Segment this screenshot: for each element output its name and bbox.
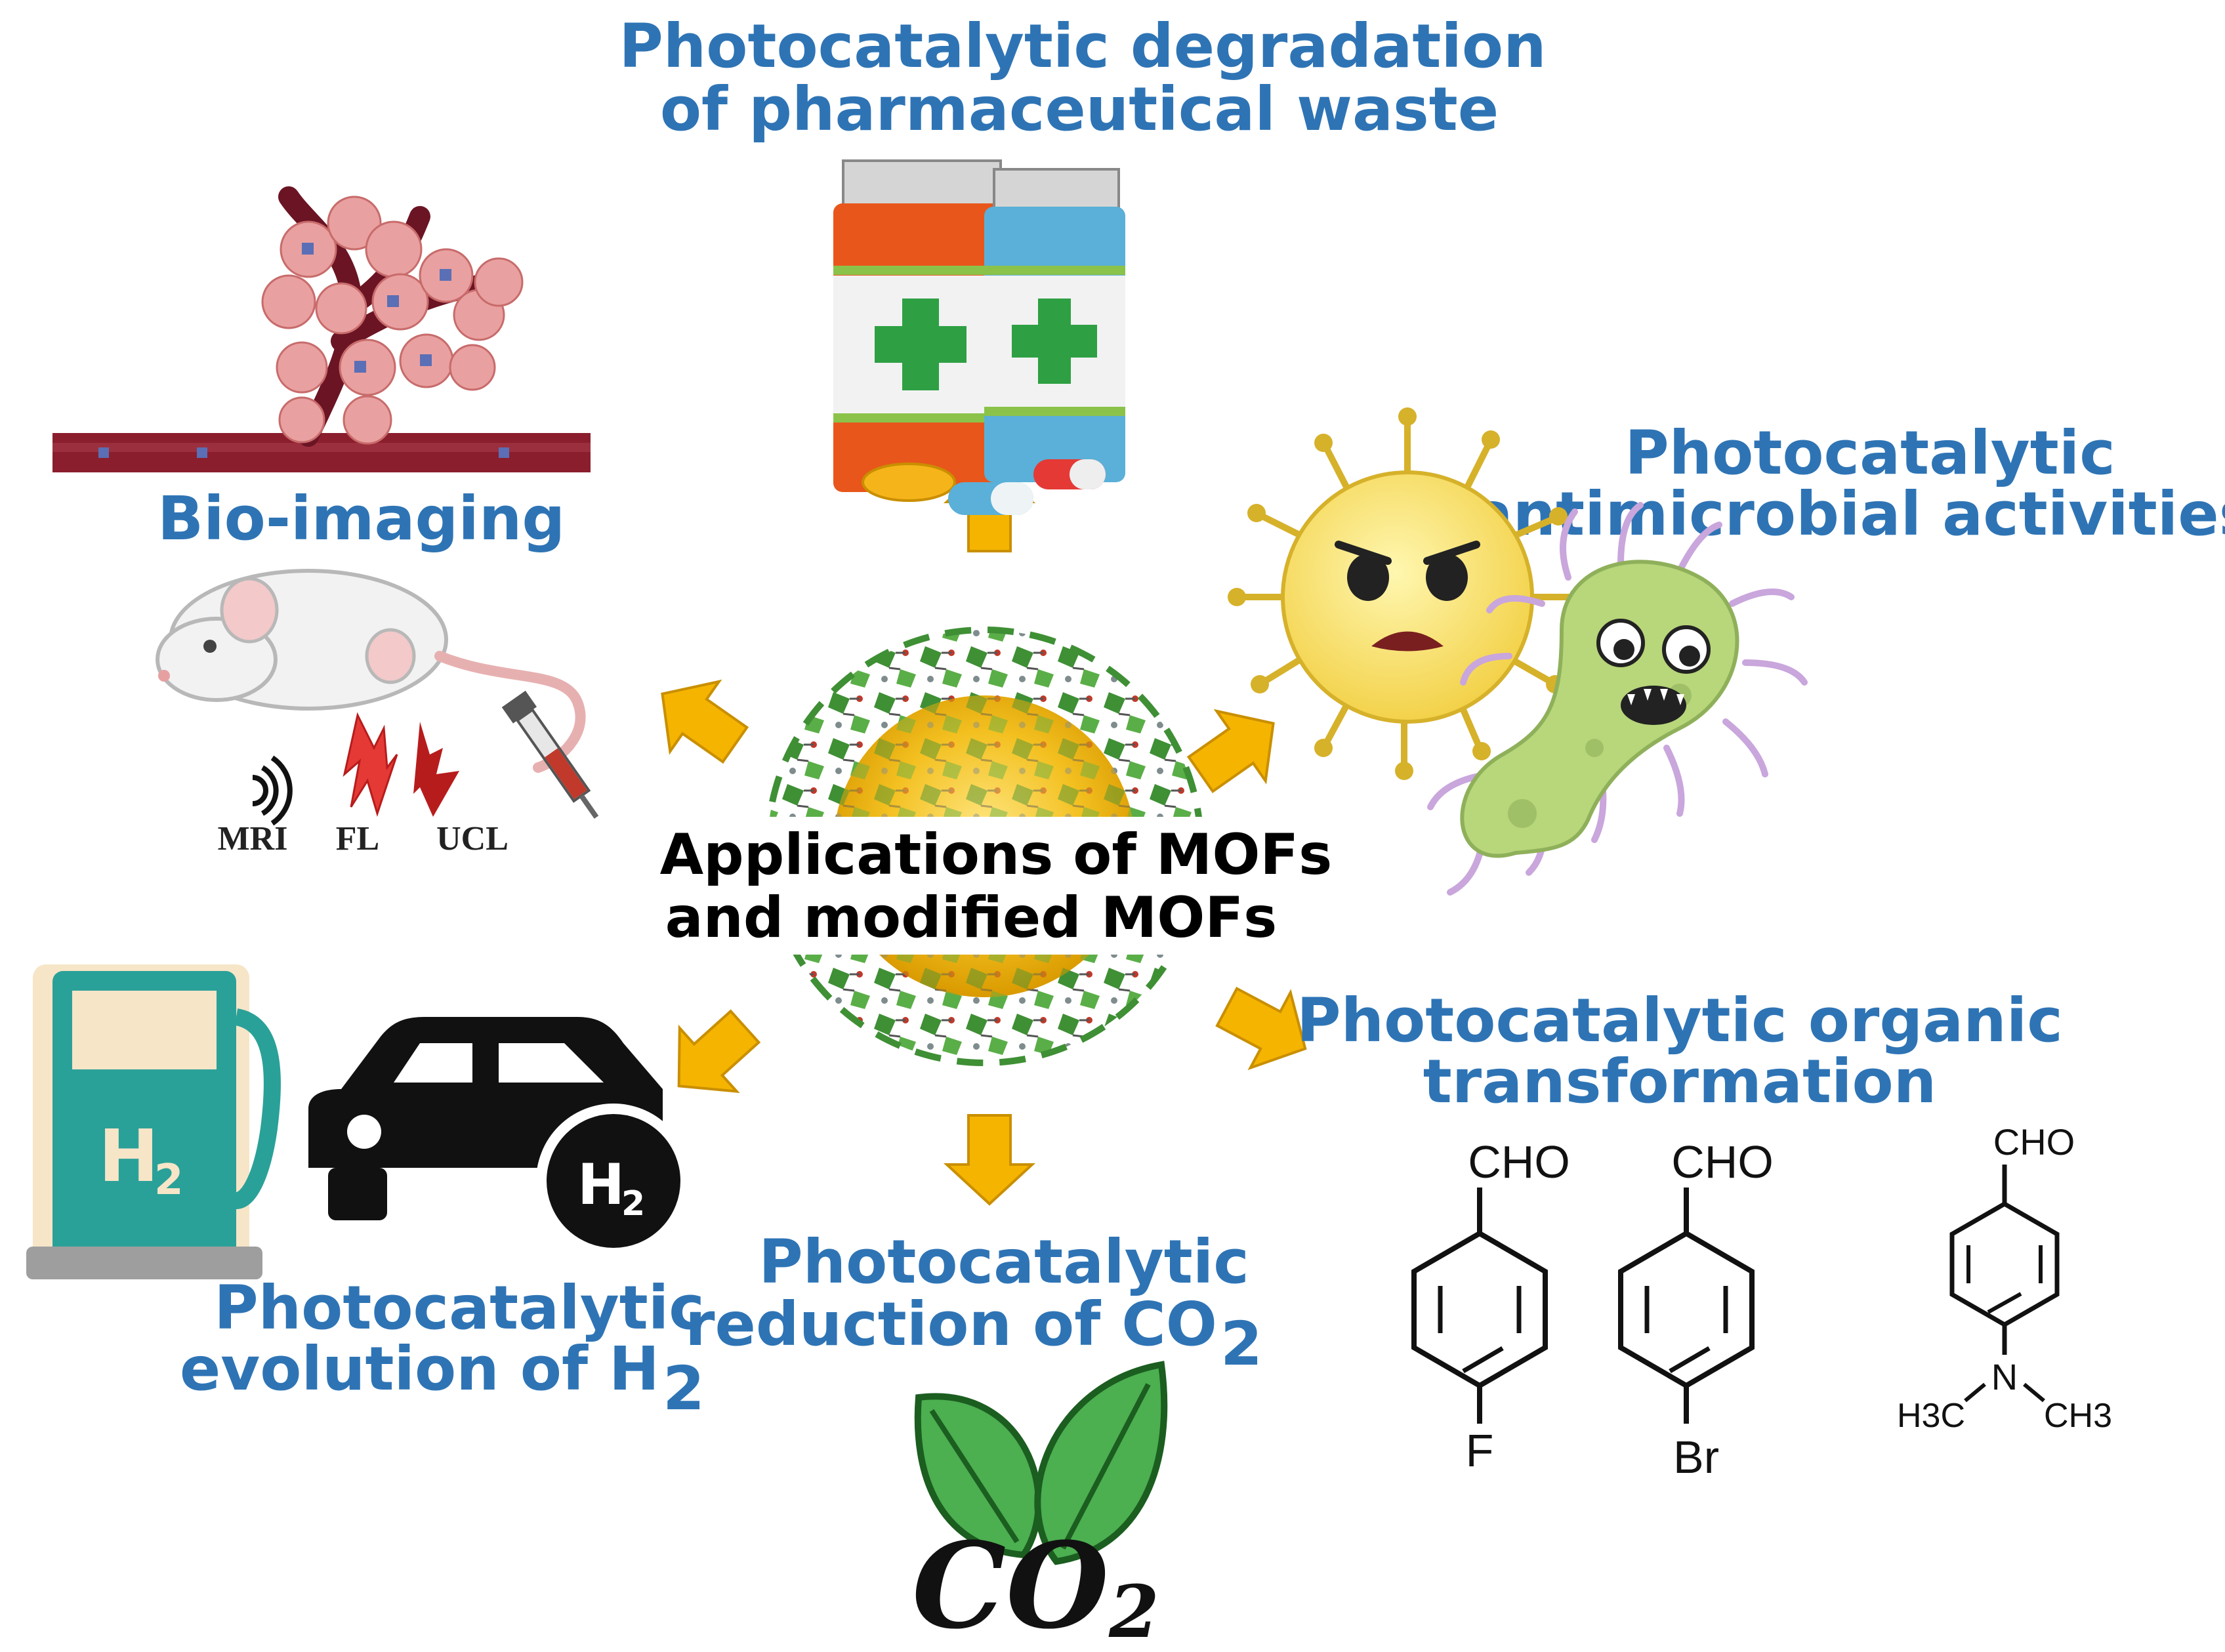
label-co2-line2: reduction of CO bbox=[685, 1289, 1217, 1359]
co2-logo-subscript: 2 bbox=[1108, 1569, 1159, 1652]
mouse-icon bbox=[156, 569, 586, 773]
syringe-icon bbox=[501, 690, 599, 819]
pump-h2-text: H bbox=[98, 1114, 159, 1198]
arrow-lower-right bbox=[1215, 987, 1307, 1071]
molecule-3-left-group: H3C bbox=[1897, 1397, 1965, 1435]
molecule-fluorobenzaldehyde: CHO F bbox=[1411, 1136, 1570, 1476]
molecule-1-top-group: CHO bbox=[1468, 1136, 1570, 1187]
center-title-line1: Applications of MOFs bbox=[660, 822, 1333, 888]
imaging-mode-mri: MRI bbox=[218, 820, 288, 857]
molecule-bromobenzaldehyde: CHO Br bbox=[1618, 1136, 1774, 1483]
arrow-upper-left bbox=[661, 679, 749, 764]
molecule-3-top-group: CHO bbox=[1993, 1121, 2075, 1163]
bacteria-icon bbox=[1427, 502, 1808, 896]
center-title-line2: and modified MOFs bbox=[665, 885, 1278, 951]
molecule-3-right-group: CH3 bbox=[2044, 1397, 2112, 1435]
label-pharma-line2: of pharmaceutical waste bbox=[660, 74, 1499, 144]
molecule-2-top-group: CHO bbox=[1671, 1136, 1774, 1187]
fl-icon bbox=[343, 712, 398, 817]
label-h2-subscript: 2 bbox=[663, 1353, 705, 1424]
label-bio-imaging: Bio-imaging bbox=[157, 484, 565, 554]
arrow-upper-right bbox=[1186, 709, 1275, 793]
label-pharma-line1: Photocatalytic degradation bbox=[619, 11, 1546, 81]
center-label-backdrop bbox=[663, 817, 1319, 955]
arrow-lower-left bbox=[677, 1009, 761, 1093]
imaging-mode-fl: FL bbox=[336, 820, 379, 857]
molecule-dimethylaminobenzaldehyde: CHO N H3C CH3 bbox=[1897, 1121, 2112, 1435]
imaging-mode-ucl: UCL bbox=[436, 820, 509, 857]
mri-icon bbox=[252, 755, 293, 826]
pill-bottles-icon bbox=[833, 159, 1125, 515]
label-organic-line2: transformation bbox=[1423, 1046, 1936, 1117]
label-h2-line1: Photocatalytic bbox=[214, 1273, 705, 1343]
car-badge-h2-text: H bbox=[577, 1152, 625, 1218]
ucl-icon bbox=[413, 722, 459, 817]
label-h2-line2: evolution of H bbox=[180, 1334, 659, 1404]
molecule-3-nitrogen: N bbox=[1991, 1356, 2018, 1397]
leaves-icon bbox=[914, 1361, 1168, 1565]
label-organic-line1: Photocatalytic organic bbox=[1297, 985, 2063, 1056]
car-badge-h2-subscript: 2 bbox=[621, 1184, 645, 1224]
label-co2-subscript: 2 bbox=[1220, 1309, 1262, 1379]
label-antimicrobial-line2: antimicrobial activities bbox=[1472, 479, 2225, 549]
virus-icon bbox=[1228, 407, 1587, 780]
label-co2-line1: Photocatalytic bbox=[759, 1227, 1249, 1297]
tumor-blood-vessel-icon bbox=[52, 186, 591, 472]
pump-h2-subscript: 2 bbox=[154, 1156, 184, 1205]
molecule-1-bottom-group: F bbox=[1466, 1425, 1494, 1476]
label-antimicrobial-line1: Photocatalytic bbox=[1625, 418, 2115, 488]
arrow-down bbox=[943, 1114, 1036, 1206]
hydrogen-pump-icon: H 2 bbox=[26, 964, 281, 1279]
molecule-2-bottom-group: Br bbox=[1673, 1432, 1719, 1483]
co2-logo-text: CO bbox=[912, 1517, 1109, 1652]
car-icon: H 2 bbox=[308, 1017, 691, 1258]
